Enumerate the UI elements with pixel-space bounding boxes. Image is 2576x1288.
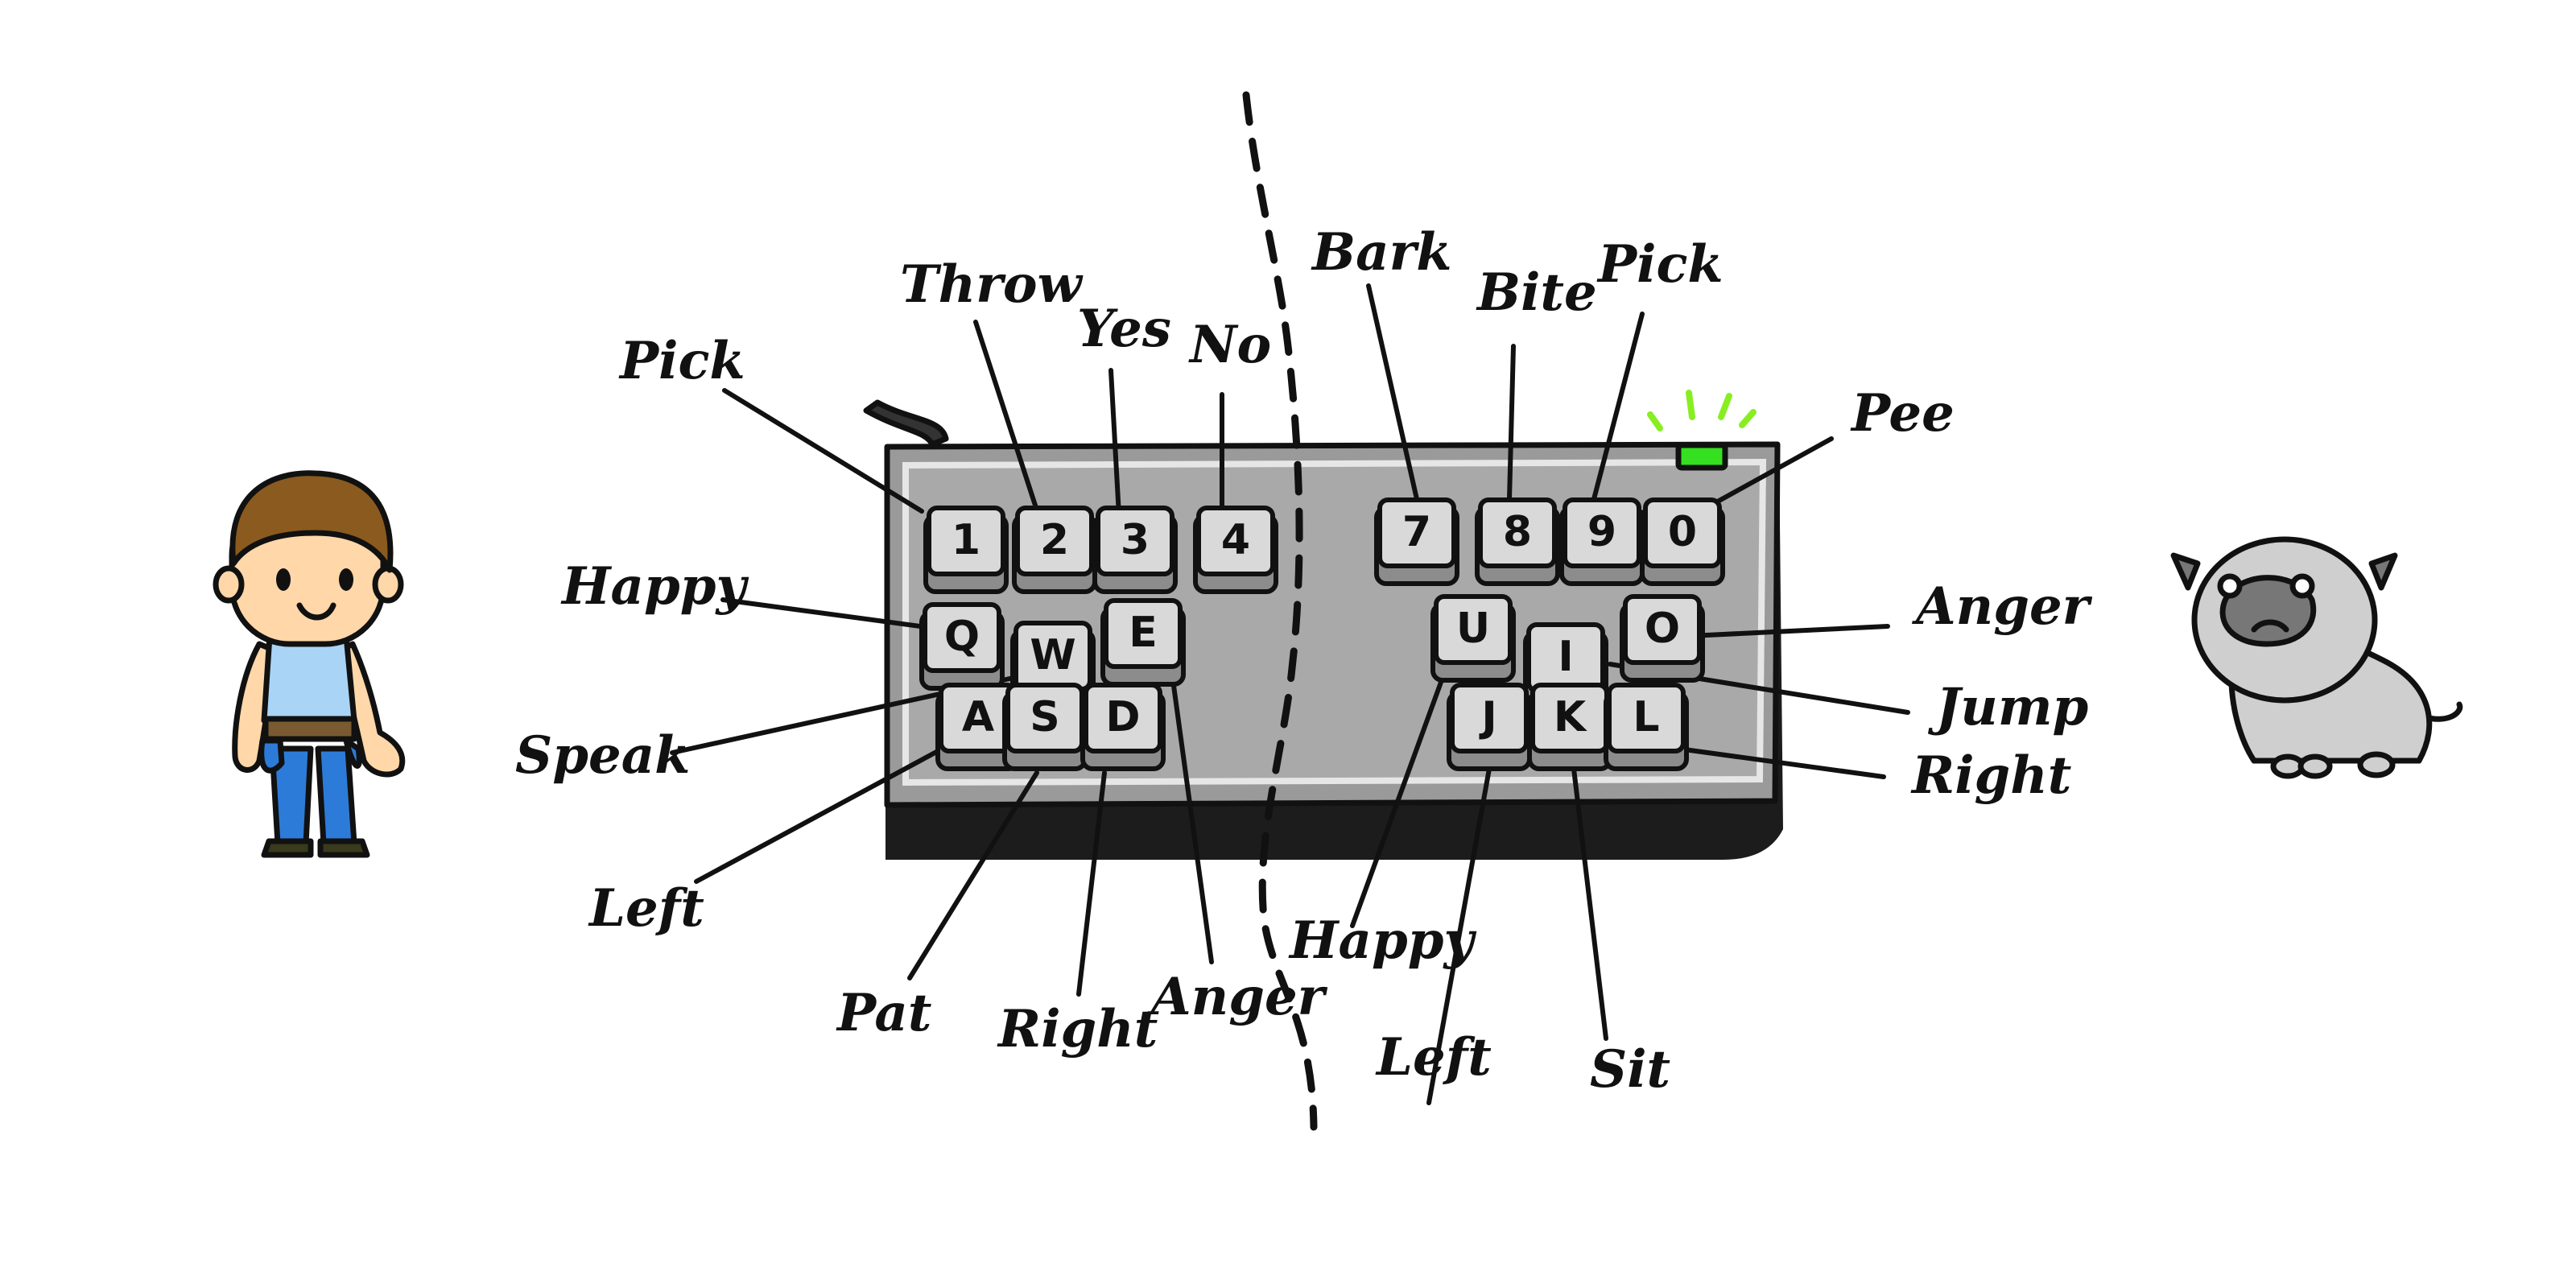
action-label-right-7: Bark: [1311, 222, 1452, 283]
key-left-e[interactable]: E: [1100, 598, 1186, 687]
key-left-s[interactable]: S: [1002, 683, 1088, 771]
leader-line-left-d: [1076, 770, 1107, 997]
key-right-j[interactable]: J: [1447, 683, 1532, 771]
key-char-left-w: W: [1030, 631, 1075, 679]
leader-line-left-2: [973, 320, 1041, 518]
key-right-u[interactable]: U: [1430, 594, 1516, 683]
action-label-right-i: Jump: [1927, 677, 2088, 737]
key-char-right-9: 9: [1587, 508, 1616, 556]
key-left-4[interactable]: 4: [1193, 506, 1278, 594]
action-label-left-e: Anger: [1147, 967, 1328, 1027]
leader-line-right-o: [1688, 624, 1890, 638]
key-right-0[interactable]: 0: [1640, 497, 1725, 586]
leader-line-right-8: [1507, 344, 1516, 502]
leader-line-right-9: [1591, 312, 1645, 502]
action-label-right-k: Sit: [1590, 1039, 1670, 1100]
led-glow: [1647, 390, 1757, 431]
action-label-left-q: Happy: [560, 556, 749, 617]
action-label-right-o: Anger: [1912, 576, 2093, 637]
key-left-d[interactable]: D: [1080, 683, 1166, 771]
key-char-left-s: S: [1030, 693, 1059, 741]
key-char-left-3: 3: [1121, 516, 1150, 564]
action-label-right-l: Right: [1910, 745, 2071, 806]
key-char-right-0: 0: [1668, 508, 1697, 556]
key-char-left-q: Q: [944, 613, 980, 661]
key-left-2[interactable]: 2: [1012, 506, 1097, 594]
leader-line-right-7: [1366, 283, 1419, 502]
key-char-left-e: E: [1129, 609, 1158, 657]
key-char-left-d: D: [1105, 693, 1140, 741]
key-char-right-7: 7: [1402, 508, 1431, 556]
divider-dashed-line: [1242, 91, 1318, 1131]
leader-line-right-0: [1712, 436, 1834, 506]
action-label-left-4: No: [1188, 315, 1271, 375]
leader-line-right-u: [1350, 658, 1451, 928]
key-left-3[interactable]: 3: [1092, 506, 1178, 594]
action-label-right-u: Happy: [1288, 910, 1476, 971]
leader-line-left-3: [1108, 368, 1121, 518]
key-char-right-u: U: [1456, 605, 1490, 653]
key-char-right-o: O: [1645, 605, 1680, 653]
action-label-left-s: Pat: [836, 983, 931, 1043]
action-label-left-a: Left: [588, 878, 704, 939]
key-right-i[interactable]: I: [1523, 622, 1608, 711]
key-char-right-k: K: [1554, 693, 1587, 741]
key-char-right-l: L: [1633, 693, 1659, 741]
action-label-left-3: Yes: [1077, 299, 1171, 359]
leader-line-left-e: [1169, 666, 1214, 964]
action-label-left-1: Pick: [618, 331, 745, 391]
leader-line-right-l: [1676, 746, 1886, 779]
key-right-l[interactable]: L: [1604, 683, 1689, 771]
key-char-right-8: 8: [1503, 508, 1532, 556]
key-char-left-2: 2: [1040, 516, 1069, 564]
status-led: [1675, 442, 1728, 471]
leader-line-right-j: [1426, 766, 1492, 1105]
leader-line-right-k: [1571, 766, 1608, 1041]
key-char-left-a: A: [962, 693, 994, 741]
key-right-8[interactable]: 8: [1475, 497, 1560, 586]
action-label-right-j: Left: [1375, 1027, 1492, 1088]
key-left-a[interactable]: A: [935, 683, 1021, 771]
key-right-k[interactable]: K: [1527, 683, 1612, 771]
pug-icon: [2170, 536, 2463, 779]
key-char-left-4: 4: [1221, 516, 1250, 564]
action-label-right-8: Bite: [1476, 262, 1597, 323]
key-left-1[interactable]: 1: [923, 506, 1009, 594]
action-label-left-2: Throw: [900, 254, 1084, 315]
action-label-right-0: Pee: [1850, 383, 1955, 444]
boy-icon: [213, 470, 406, 858]
action-label-left-w: Speak: [515, 725, 691, 786]
key-right-o[interactable]: O: [1620, 594, 1705, 683]
action-label-left-d: Right: [997, 999, 1158, 1059]
key-left-q[interactable]: Q: [919, 602, 1005, 691]
key-char-right-i: I: [1558, 633, 1573, 681]
action-label-right-9: Pick: [1596, 234, 1724, 295]
key-char-right-j: J: [1479, 693, 1496, 741]
leader-line-left-1: [722, 388, 924, 514]
leader-line-left-s: [907, 770, 1039, 980]
key-char-left-1: 1: [952, 516, 980, 564]
leader-line-left-a: [694, 742, 952, 884]
key-right-7[interactable]: 7: [1374, 497, 1459, 586]
leader-line-left-q: [720, 597, 935, 630]
key-right-9[interactable]: 9: [1559, 497, 1645, 586]
